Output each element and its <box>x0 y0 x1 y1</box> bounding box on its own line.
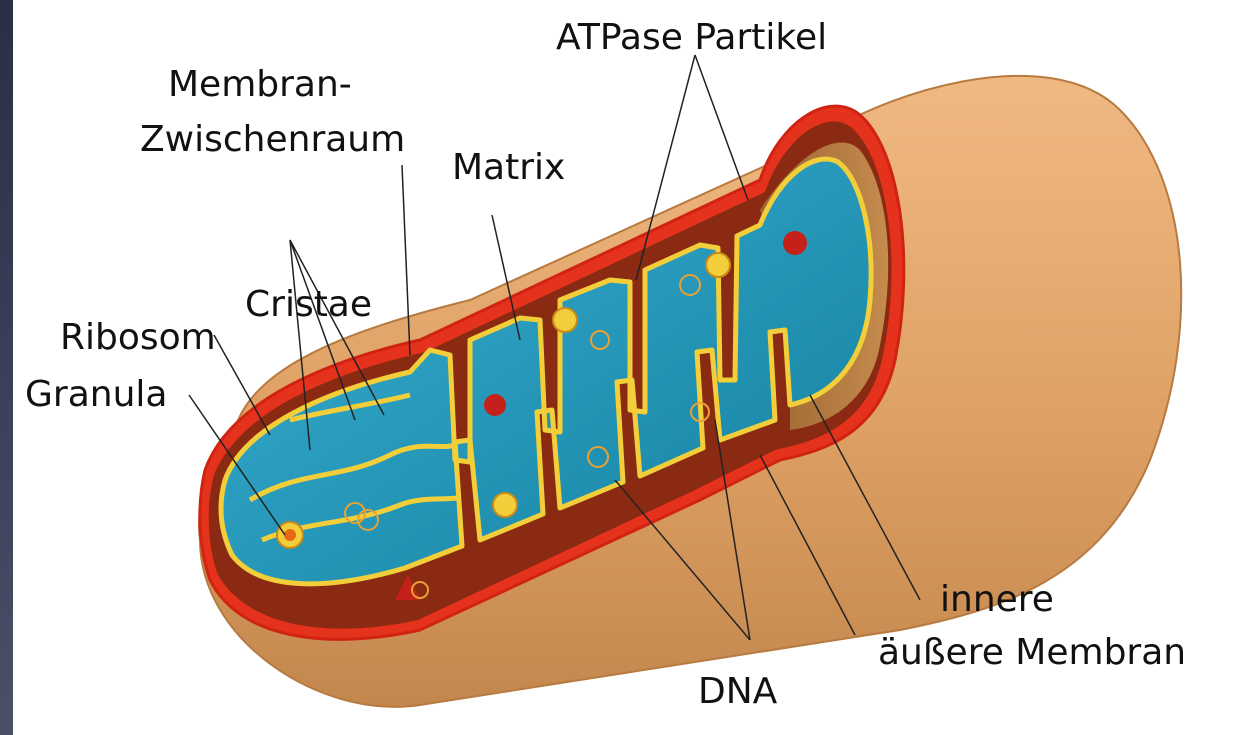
label-membran-line1: Membran- <box>168 65 352 105</box>
label-cristae: Cristae <box>245 285 372 325</box>
label-ribosom: Ribosom <box>60 318 216 358</box>
label-innere: innere <box>940 580 1054 620</box>
label-aeussere-membran: äußere Membran <box>878 633 1186 673</box>
label-matrix: Matrix <box>452 148 565 188</box>
label-atpase-partikel: ATPase Partikel <box>556 18 827 58</box>
label-membran-line2: Zwischenraum <box>140 120 405 160</box>
label-granula: Granula <box>25 375 167 415</box>
label-dna: DNA <box>698 672 777 712</box>
